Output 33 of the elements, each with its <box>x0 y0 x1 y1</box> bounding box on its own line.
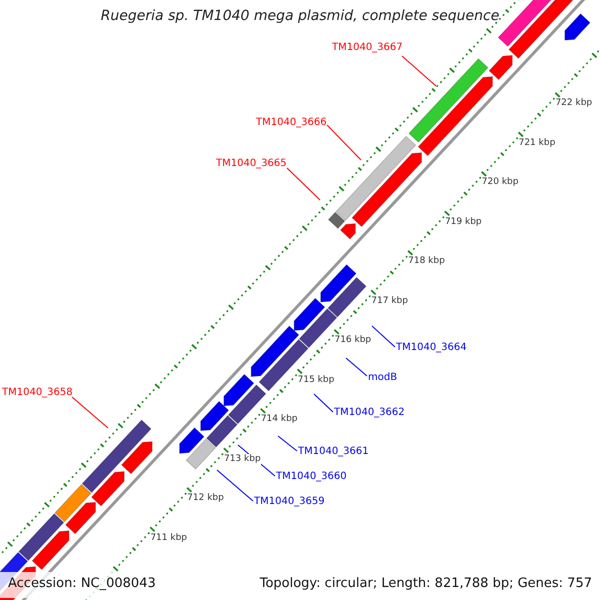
gene-label: TM1040_3666 <box>256 117 327 129</box>
scale-label: 720 kbp <box>482 177 518 188</box>
gene-label: TM1040_3661 <box>298 446 369 458</box>
gene-label: modB <box>368 372 398 384</box>
scale-label: 714 kbp <box>260 414 298 426</box>
scale-label: 715 kbp <box>298 374 334 386</box>
leader-line <box>278 436 298 452</box>
scale-label: 717 kbp <box>371 296 408 307</box>
gene-label: TM1040_3662 <box>334 407 405 419</box>
leader-line <box>326 124 362 160</box>
leader-line <box>72 396 108 428</box>
gene-label: TM1040_3659 <box>254 496 325 508</box>
leader-line <box>402 56 436 86</box>
gene-label: TM1040_3664 <box>396 342 467 354</box>
leader-line <box>372 326 396 348</box>
map-title: Ruegeria sp. TM1040 mega plasmid, complete sequence <box>100 8 500 24</box>
scale-label: 718 kbp <box>408 256 445 268</box>
scale-label: 712 kbp <box>187 493 224 504</box>
gene-label: TM1040_3665 <box>216 158 287 170</box>
scale-label: 713 kbp <box>224 454 261 465</box>
scale-label: 716 kbp <box>334 335 372 346</box>
scale-label: 711 kbp <box>150 532 188 544</box>
leader-line <box>216 470 254 502</box>
gene-label: TM1040_3658 <box>2 387 73 399</box>
gene-label: TM1040_3667 <box>332 42 403 54</box>
leader-line <box>346 358 368 376</box>
scale-label: 719 kbp <box>444 216 482 228</box>
leader-line <box>286 168 320 200</box>
scale-label: 722 kbp <box>555 98 592 110</box>
leader-line <box>314 394 334 412</box>
sequence-info-text: Topology: circular; Length: 821,788 bp; Genes: 757 <box>260 576 592 592</box>
scale-label: 721 kbp <box>518 138 556 149</box>
gene-label: TM1040_3660 <box>276 471 347 483</box>
